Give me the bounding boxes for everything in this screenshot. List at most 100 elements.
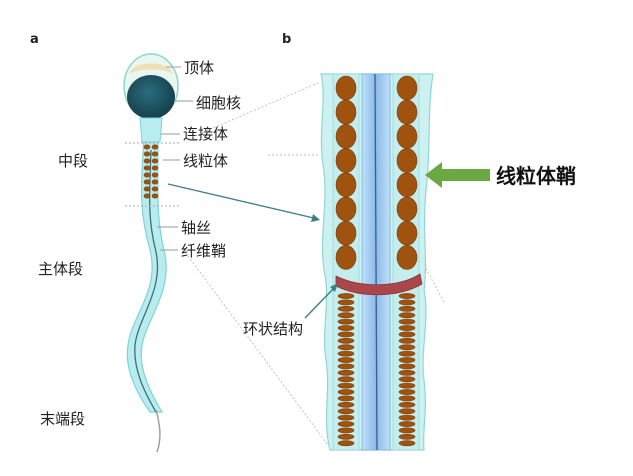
mini-mitochondrion — [143, 179, 151, 185]
zoom-pointer-line — [167, 183, 319, 220]
zoom-guide-lines — [187, 81, 445, 446]
fibrous-sheath-rib — [398, 299, 416, 306]
mitochondrion — [396, 148, 418, 173]
fibrous-sheath-rib — [398, 440, 416, 447]
mini-mitochondrion — [151, 193, 159, 199]
annulus — [335, 273, 423, 296]
fibrous-sheath-rib — [398, 337, 416, 344]
mini-mitochondrion — [143, 144, 151, 150]
fibrous-sheath-rib — [398, 401, 416, 408]
mini-mitochondrion — [151, 165, 159, 171]
mitochondrion — [335, 99, 357, 125]
fibrous-sheath-rib — [398, 395, 416, 402]
fibrous-sheath-rib — [337, 363, 355, 370]
fibrous-sheath-rib — [337, 433, 355, 440]
acrosome-cap — [129, 63, 173, 74]
fibrous-sheath-rib — [398, 427, 416, 434]
mitochondrion — [396, 196, 418, 222]
fibrous-sheath-rib — [337, 299, 355, 306]
fibrous-sheath-rib — [337, 357, 355, 363]
fibrous-sheath-rib — [337, 369, 355, 376]
connecting-piece — [139, 117, 163, 143]
label-acrosome: 顶体 — [184, 59, 214, 77]
mini-mitochondrion — [143, 172, 151, 178]
sperm-tail — [126, 139, 167, 413]
fibrous-sheath-rib — [398, 350, 416, 357]
mini-mitochondrion — [143, 193, 151, 199]
mitochondrion — [335, 124, 357, 149]
label-axoneme: 轴丝 — [181, 219, 211, 237]
end-piece-tip — [155, 409, 161, 453]
mitochondrion — [396, 220, 418, 246]
fibrous-sheath-rib — [337, 318, 355, 325]
nucleus — [127, 75, 175, 119]
fibrous-sheath-rib — [398, 293, 416, 299]
fibrous-sheath-rib — [337, 389, 355, 395]
mini-mitochondrion — [151, 179, 159, 185]
segment-end-piece: 末端段 — [40, 410, 85, 428]
fibrous-sheath-rib — [337, 395, 355, 402]
panel-a-label: a — [30, 32, 39, 47]
fibrous-sheath-rib — [337, 344, 355, 351]
fibrous-sheath-rib — [337, 376, 355, 383]
fibrous-sheath-rib — [398, 376, 416, 383]
mitochondrion — [396, 75, 418, 101]
fibrous-sheath-rib — [398, 325, 416, 331]
fibrous-sheath-rib — [398, 414, 416, 421]
panel-b-label: b — [282, 32, 291, 47]
fibrous-sheath-rib — [337, 331, 355, 338]
mini-mitochondrion — [151, 172, 159, 178]
fibrous-sheath-rib — [398, 408, 416, 415]
label-nucleus: 细胞核 — [196, 94, 241, 112]
fibrous-sheath-rib — [337, 440, 355, 447]
midpiece-mitochondria — [143, 144, 159, 199]
fibrous-sheath-rib — [337, 305, 355, 312]
fibrous-sheath-rib — [398, 363, 416, 370]
fibrous-sheath-rib — [337, 382, 355, 389]
fibrous-sheath-rib — [337, 312, 355, 319]
detail-fibrous-sheath — [337, 293, 416, 447]
mitochondrion — [335, 148, 357, 173]
fibrous-sheath-rib — [398, 382, 416, 389]
fibrous-sheath-rib — [398, 389, 416, 395]
annulus-pointer-arrowhead — [330, 283, 338, 292]
fibrous-sheath-rib — [398, 433, 416, 440]
segment-midpiece: 中段 — [58, 152, 88, 170]
label-mitochondrial-sheath: 线粒体鞘 — [496, 164, 576, 188]
mini-mitochondrion — [151, 186, 159, 192]
fibrous-sheath-rib — [398, 369, 416, 376]
annulus-pointer-line — [304, 285, 337, 319]
mitochondrion — [396, 124, 418, 149]
fibrous-sheath-rib — [398, 318, 416, 325]
mitochondrial-sheath-arrow — [425, 162, 490, 188]
detail-mitochondria — [335, 75, 418, 270]
fibrous-sheath-rib — [337, 421, 355, 427]
mitochondrion — [335, 75, 357, 101]
detail-axoneme-line — [374, 73, 378, 451]
mitochondrion — [335, 172, 357, 198]
mitochondrion — [396, 245, 418, 270]
fibrous-sheath-rib — [337, 427, 355, 434]
fibrous-sheath-rib — [398, 357, 416, 363]
segment-principal-piece: 主体段 — [38, 260, 83, 278]
label-connecting-piece: 连接体 — [183, 125, 228, 143]
mini-mitochondrion — [143, 158, 151, 164]
fibrous-sheath-rib — [337, 293, 355, 299]
panel-a-leader-lines — [157, 66, 193, 251]
axoneme-line — [134, 149, 159, 413]
zoom-pointer-arrowhead — [311, 214, 320, 222]
label-fibrous-sheath: 纤维鞘 — [181, 242, 226, 260]
fibrous-sheath-rib — [337, 408, 355, 415]
label-mitochondria: 线粒体 — [183, 152, 228, 170]
fibrous-sheath-rib — [337, 337, 355, 344]
fibrous-sheath-rib — [398, 331, 416, 338]
mitochondrion — [335, 196, 357, 222]
fibrous-sheath-rib — [398, 344, 416, 351]
fibrous-sheath-rib — [337, 414, 355, 421]
fibrous-sheath-rib — [337, 401, 355, 408]
mini-mitochondrion — [143, 151, 151, 157]
mini-mitochondrion — [151, 158, 159, 164]
mitochondrion — [335, 220, 357, 246]
fibrous-sheath-rib — [398, 305, 416, 312]
